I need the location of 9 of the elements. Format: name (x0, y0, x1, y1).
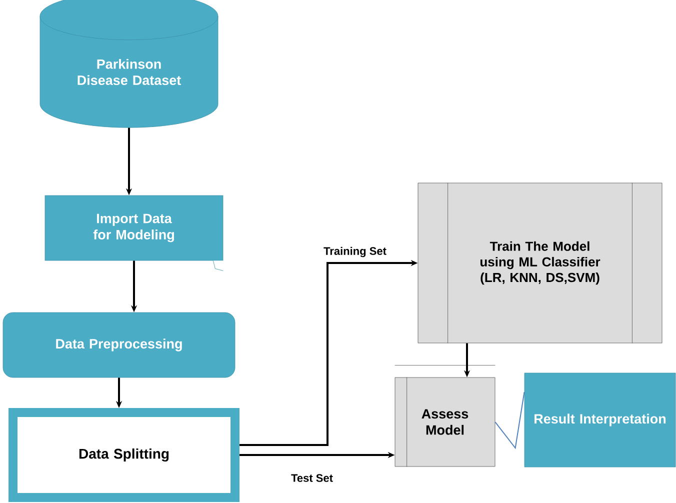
database-cylinder: Parkinson Disease Dataset (40, 0, 218, 128)
process-box: Data Splitting (8, 408, 240, 502)
storage-box: Assess Model (394, 365, 496, 467)
result-box: Result Interpretation (524, 372, 676, 468)
process-box: Train The Model using ML Classifier (LR, KNN, DS,SVM) (418, 182, 662, 344)
edge-label: Training Set (322, 246, 388, 258)
process-box: Data Preprocessing (2, 312, 236, 378)
document-box: Import Data for Modeling (44, 195, 224, 271)
edge-label: Test Set (290, 473, 334, 483)
